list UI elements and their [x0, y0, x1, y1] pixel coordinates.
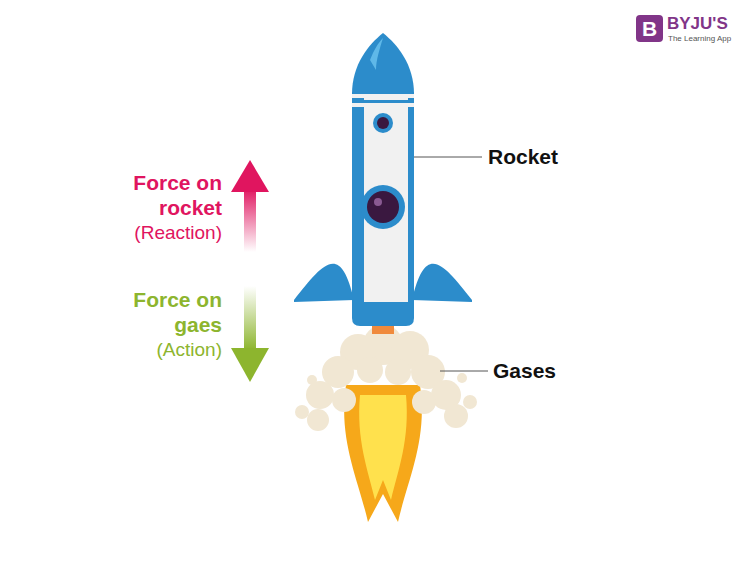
- flame: [344, 385, 422, 522]
- logo-badge: B: [636, 15, 663, 42]
- force-note: (Action): [157, 339, 222, 361]
- leader-line: [414, 157, 482, 158]
- rocket-body: [294, 33, 472, 334]
- force-label: Force on rocket: [104, 170, 222, 220]
- force-note: (Reaction): [134, 222, 222, 244]
- brand-name: BYJU'S: [667, 14, 728, 34]
- brand-tagline: The Learning App: [668, 34, 731, 44]
- reaction-arrow: [231, 160, 269, 252]
- action-arrow: [231, 286, 269, 382]
- part-label: Rocket: [488, 144, 558, 170]
- exhaust-smoke: [295, 325, 477, 431]
- force-label: Force on gaes: [104, 287, 222, 337]
- logo-letter: B: [642, 18, 657, 39]
- part-label: Gases: [493, 358, 556, 384]
- leader-line: [440, 371, 488, 372]
